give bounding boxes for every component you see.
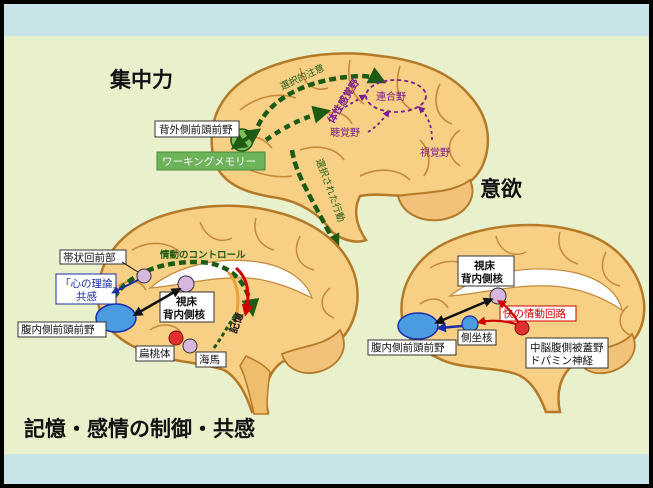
left-brainstem xyxy=(239,355,271,415)
emotion-control-arrow xyxy=(101,259,260,319)
left-brain-body xyxy=(96,204,359,414)
auditory-arrow xyxy=(367,109,390,133)
hippocampus-label: 海馬 xyxy=(199,353,220,366)
right-thalamus-node xyxy=(489,287,507,305)
theory-of-mind-box xyxy=(55,273,117,305)
nucleus-accumbens-box xyxy=(457,329,497,346)
emotion-control-label: 情動のコントロール xyxy=(159,249,246,261)
left-cerebellum xyxy=(280,328,345,374)
dlpfc-label: 背外側前頭前野 xyxy=(159,123,233,136)
dlpfc-forward-arrow xyxy=(264,105,331,142)
visual-label: 視覚野 xyxy=(420,146,450,159)
cingulate-to-tom-arrow xyxy=(111,279,139,294)
pleasure-circuit-box xyxy=(499,305,577,322)
bottom-band xyxy=(4,454,649,484)
motivation-heading: 意欲 xyxy=(480,177,522,201)
vta-box xyxy=(525,337,609,369)
cingulate-label-box xyxy=(59,249,127,265)
dlpfc-label-box xyxy=(154,120,240,138)
accumbens-to-vmpfc-arrow xyxy=(436,322,463,333)
pleasure-circuit-label: 快の情動回路 xyxy=(503,307,566,320)
vta-line1: 中脳腹側被蓋野 xyxy=(530,341,604,354)
amygdala-box xyxy=(135,345,175,362)
right-vmpfc-label: 腹内側前頭前野 xyxy=(371,341,445,354)
left-vmpfc-box xyxy=(17,321,107,338)
pleasure-arrow-1 xyxy=(476,316,517,326)
cingulate-node xyxy=(136,268,152,284)
left-thalamus-line2: 背内側核 xyxy=(163,308,205,321)
selective-attention-arrow xyxy=(255,67,387,128)
empathy-label: 共感 xyxy=(76,290,97,303)
hippocampus-node xyxy=(182,338,198,354)
somatosensory-arrow xyxy=(339,94,367,111)
left-thalamus-node xyxy=(177,275,195,293)
hippocampus-box xyxy=(195,351,227,368)
cingulate-label: 帯状回前部 xyxy=(63,251,116,264)
concentration-heading: 集中力 xyxy=(109,68,173,92)
working-memory-label: ワーキングメモリー xyxy=(162,155,256,168)
auditory-label: 聴覚野 xyxy=(330,126,360,139)
selected-action-arrow xyxy=(289,149,340,253)
pleasure-arrow-2 xyxy=(497,300,519,323)
amygdala-node xyxy=(168,330,184,346)
association-area-label: 連合野 xyxy=(376,90,406,103)
right-thalamus-box xyxy=(457,255,515,287)
visual-arrow xyxy=(417,105,433,141)
amygdala-label: 扁桃体 xyxy=(139,347,171,360)
right-vmpfc-box xyxy=(367,339,457,356)
emotion-red-arrow xyxy=(234,266,254,317)
dlpfc-bidir-arrow xyxy=(230,128,262,150)
vta-line2: ドパミン神経 xyxy=(530,354,593,367)
top-band xyxy=(4,4,649,36)
top-cerebellum xyxy=(396,178,474,222)
working-memory-box xyxy=(156,151,266,171)
right-vmpfc-node xyxy=(397,312,439,340)
vmpfc-thalamus-arrow xyxy=(132,288,182,316)
theory-of-mind-label: 「心の理論」 xyxy=(60,277,123,290)
left-vmpfc-label: 腹内側前頭前野 xyxy=(21,323,95,336)
emotion-orange-arrow xyxy=(226,270,240,319)
right-vmpfc-thalamus-arrow xyxy=(434,297,494,325)
footer-title: 記憶・感情の制御・共感 xyxy=(24,417,255,441)
left-brain xyxy=(96,204,359,415)
memory-arrow xyxy=(212,313,238,349)
nucleus-accumbens-label: 側坐核 xyxy=(461,331,493,344)
vta-node xyxy=(514,320,530,336)
left-thalamus-line1: 視床 xyxy=(175,295,197,308)
right-thalamus-line1: 視床 xyxy=(473,259,495,272)
right-thalamus-line2: 背内側核 xyxy=(461,272,503,285)
